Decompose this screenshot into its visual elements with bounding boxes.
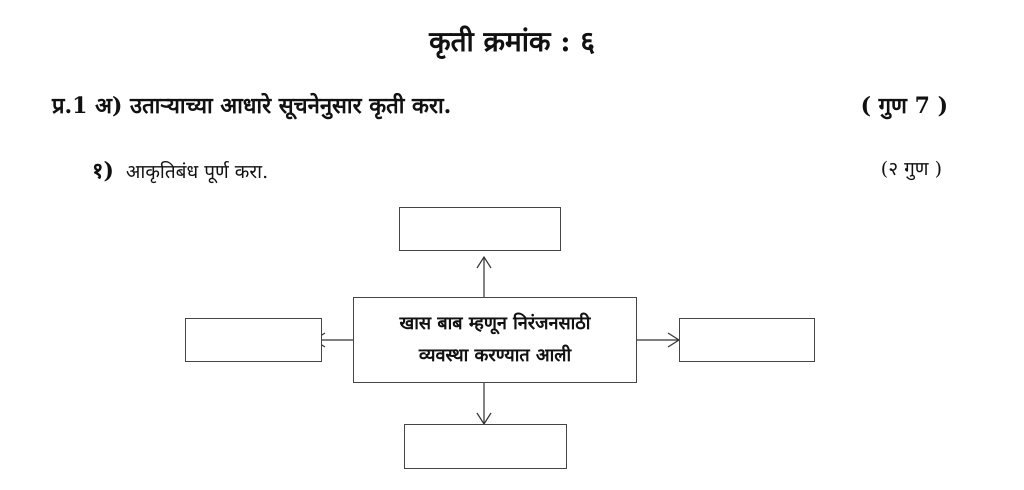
question-label: प्र.1 अ) उताऱ्याच्या आधारे सूचनेनुसार कृ… (52, 93, 452, 119)
arrowhead-up (476, 255, 492, 269)
page-title: कृती क्रमांक : ६ (429, 25, 595, 58)
center-text-line2: व्यवस्था करण्यात आली (418, 345, 572, 366)
center-box: खास बाब म्हणून निरंजनसाठी व्यवस्था करण्य… (353, 297, 637, 383)
subquestion-marks: (२ गुण ) (880, 158, 942, 180)
center-text-line1: खास बाब म्हणून निरंजनसाठी (399, 313, 591, 334)
answer-box-right[interactable] (679, 318, 815, 362)
subquestion-text: आकृतिबंध पूर्ण करा. (125, 161, 269, 183)
subquestion-number: १) (92, 158, 114, 184)
answer-box-left[interactable] (185, 318, 322, 362)
question-marks: ( गुण 7 ) (860, 93, 948, 119)
subquestion: १) आकृतिबंध पूर्ण करा. (92, 155, 268, 185)
answer-box-top[interactable] (399, 207, 561, 251)
answer-box-bottom[interactable] (404, 424, 567, 469)
